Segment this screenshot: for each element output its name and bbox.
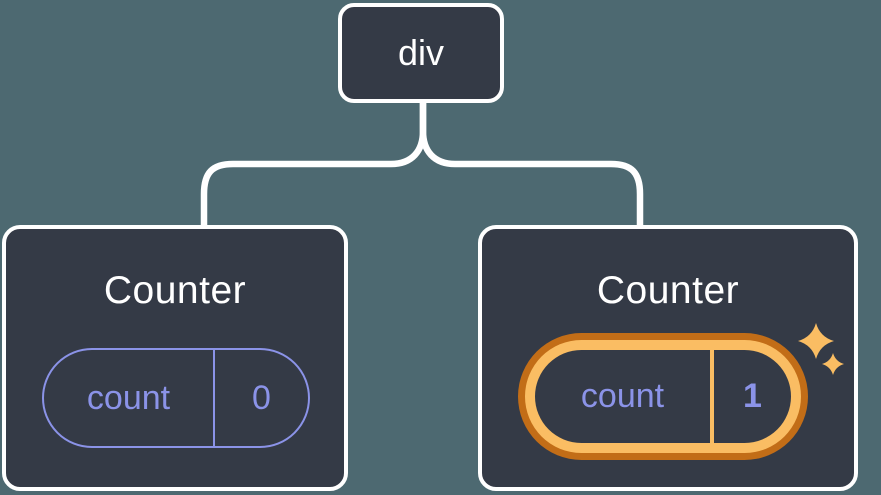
- sparkle-icon: [798, 323, 844, 375]
- root-node-label: div: [397, 32, 445, 73]
- connector-left-branch: [200, 99, 427, 230]
- component-title: Counter: [596, 269, 740, 312]
- connector-right-branch: [419, 99, 644, 230]
- state-value: 1: [743, 377, 762, 415]
- state-value: 0: [252, 378, 271, 417]
- state-pill-highlighted: count 1: [518, 333, 808, 460]
- sparkle-icon-small: [822, 353, 844, 375]
- state-pill: count 0: [42, 348, 310, 448]
- root-node-div: div: [338, 3, 504, 103]
- state-pill-highlight-ring: count 1: [525, 340, 801, 453]
- state-pill-divider: [710, 350, 714, 443]
- sparkle-icon-large: [798, 323, 834, 359]
- counter-node-left: Counter count 0: [2, 225, 348, 491]
- state-pill-divider: [213, 350, 215, 446]
- counter-node-right: Counter count 1: [478, 225, 858, 491]
- component-title: Counter: [103, 269, 247, 312]
- state-key-label: count: [86, 378, 171, 417]
- state-key-label: count: [580, 377, 665, 415]
- state-pill: count 1: [535, 350, 791, 443]
